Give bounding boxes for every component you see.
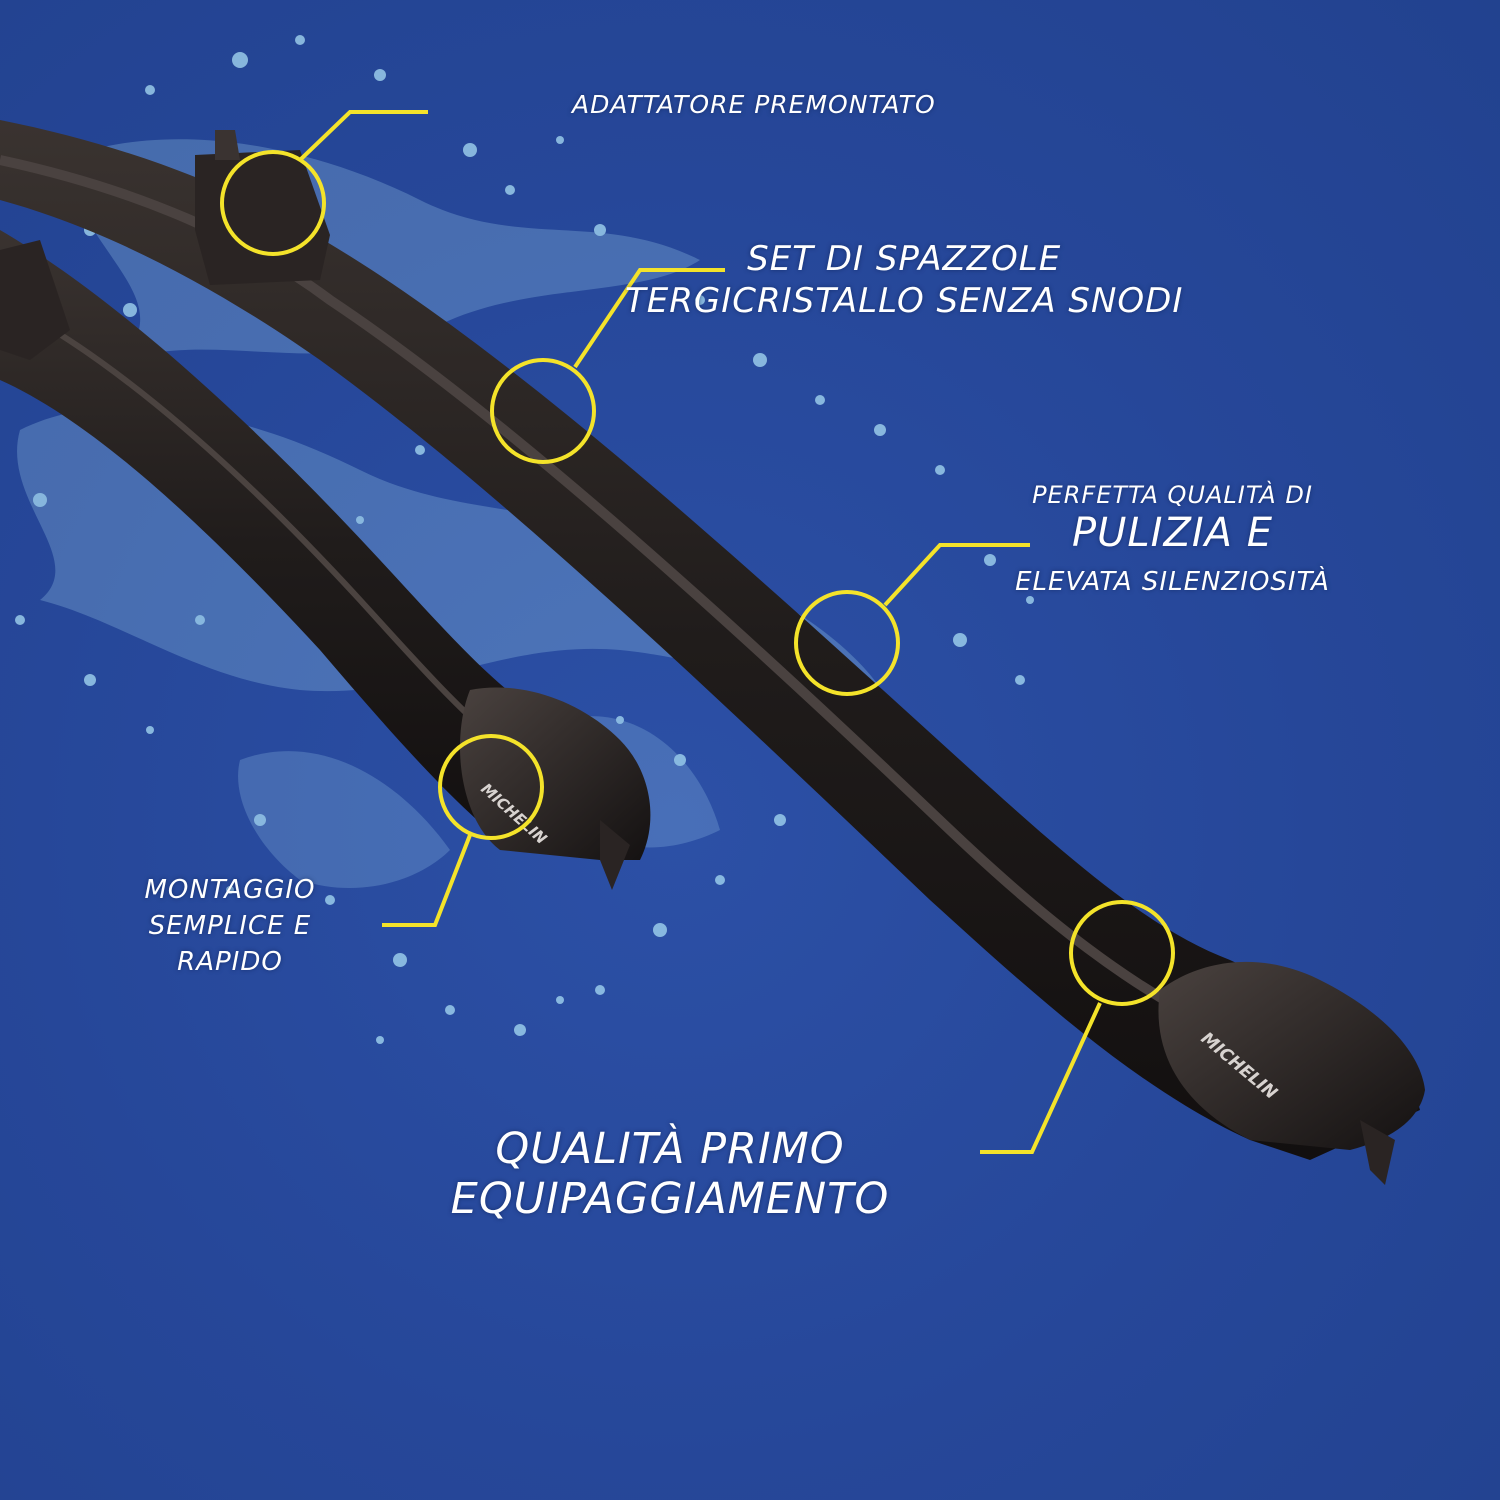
callout-label-mounting: MONTAGGIO SEMPLICE E RAPIDO [120,872,340,980]
callout-label-mounting-line-2: SEMPLICE E [148,911,312,941]
callout-label-adapter: ADATTATORE PREMONTATO [572,90,936,119]
wiper-blade-large-icon [0,120,1425,1185]
callout-label-performance: PERFETTA QUALITÀ DI PULIZIA E ELEVATA SI… [990,480,1355,602]
leader-line-adapter [298,110,428,162]
callout-label-performance-line-1: PERFETTA QUALITÀ DI [1032,481,1313,509]
wiper-blade-small-icon [0,230,651,890]
callout-label-set-line-1: SET DI SPAZZOLE [747,239,1062,279]
callout-circle-quality [1069,900,1175,1006]
leader-line-mounting [382,834,472,927]
callout-label-mounting-line-3: RAPIDO [177,947,283,977]
leader-line-set [573,268,725,369]
callout-label-mounting-line-1: MONTAGGIO [144,875,316,905]
callout-circle-set [490,358,596,464]
callout-label-performance-line-3: ELEVATA SILENZIOSITÀ [1015,567,1330,597]
callout-circle-performance [794,590,900,696]
leader-line-performance [883,543,1030,607]
callout-label-performance-line-2: PULIZIA E [1071,510,1274,556]
callout-circle-adapter [220,150,326,256]
callout-label-set-line-2: TERGICRISTALLO SENZA SNODI [625,281,1184,321]
callout-label-quality-line-2: EQUIPAGGIAMENTO [450,1174,890,1224]
callout-label-quality: QUALITÀ PRIMO EQUIPAGGIAMENTO [440,1124,900,1224]
callout-circle-mounting [438,734,544,840]
callout-label-set: SET DI SPAZZOLE TERGICRISTALLO SENZA SNO… [625,238,1183,322]
leader-line-quality [980,1002,1102,1154]
callout-label-quality-line-1: QUALITÀ PRIMO [495,1124,845,1174]
